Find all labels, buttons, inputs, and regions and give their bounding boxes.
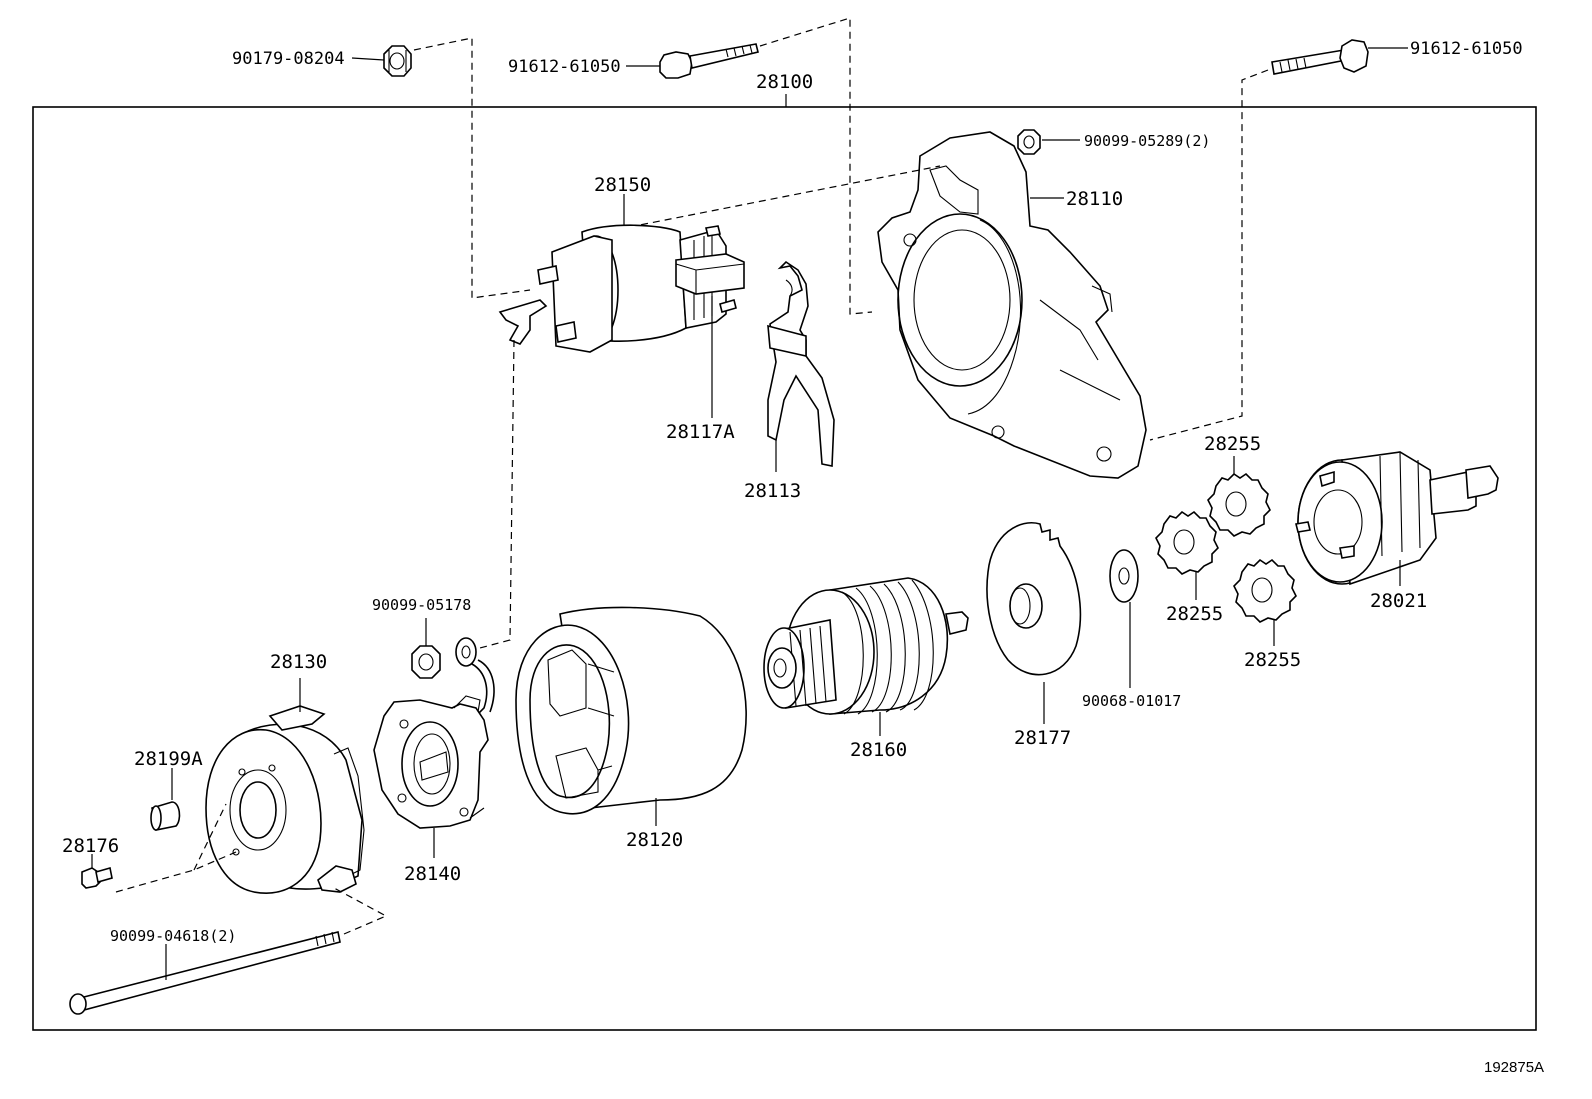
callout-90099-05178: 90099-05178 [372, 596, 471, 614]
callout-28177: 28177 [1014, 727, 1071, 749]
washer-90068-01017 [1109, 549, 1139, 603]
bolt-91612-61050-right [1271, 39, 1369, 75]
callout-90068-01017: 90068-01017 [1082, 692, 1181, 710]
callout-91612-61050-right: 91612-61050 [1410, 39, 1523, 59]
bushing-28199A [150, 801, 181, 831]
callout-90179-08204: 90179-08204 [232, 49, 345, 69]
lever-28113 [767, 260, 835, 467]
brush-holder-28140 [373, 695, 489, 829]
callout-28100: 28100 [756, 71, 813, 93]
nut-90099-05289 [1017, 129, 1041, 155]
plate-28177 [986, 522, 1082, 676]
callout-28130: 28130 [270, 651, 327, 673]
callout-28110: 28110 [1066, 188, 1123, 210]
callout-28160: 28160 [850, 739, 907, 761]
callout-28199A: 28199A [134, 748, 203, 770]
callout-28120: 28120 [626, 829, 683, 851]
figure-id: 192875A [1484, 1059, 1544, 1076]
callout-28021: 28021 [1370, 590, 1427, 612]
nut-90099-05178 [411, 645, 441, 679]
yoke-28120 [515, 606, 747, 815]
callout-28255-mid: 28255 [1166, 603, 1223, 625]
assembly-frame [32, 106, 1537, 1031]
callout-28255-top: 28255 [1204, 433, 1261, 455]
solenoid-28150 [498, 224, 737, 353]
callout-28117A: 28117A [666, 421, 735, 443]
nut-90179-08204 [383, 45, 412, 77]
bolt-91612-61050-left [659, 43, 759, 79]
callout-90099-04618: 90099-04618(2) [110, 927, 236, 945]
callout-28255-bottom: 28255 [1244, 649, 1301, 671]
block-28117A [675, 253, 745, 295]
clutch-28021 [1295, 451, 1499, 586]
callout-28150: 28150 [594, 174, 651, 196]
armature-28160 [763, 577, 969, 715]
through-bolt-90099-04618 [69, 931, 341, 1015]
screw-28176 [81, 866, 113, 889]
terminal-ring [455, 637, 495, 717]
gear-28255-mid [1155, 510, 1219, 575]
callout-28176: 28176 [62, 835, 119, 857]
callout-28140: 28140 [404, 863, 461, 885]
gear-28255-bottom [1233, 558, 1297, 623]
end-frame-28130 [205, 705, 365, 894]
callout-91612-61050-left: 91612-61050 [508, 57, 621, 77]
gear-28255-top [1207, 472, 1271, 537]
callout-28113: 28113 [744, 480, 801, 502]
callout-90099-05289: 90099-05289(2) [1084, 132, 1210, 150]
housing-28110 [877, 131, 1147, 479]
